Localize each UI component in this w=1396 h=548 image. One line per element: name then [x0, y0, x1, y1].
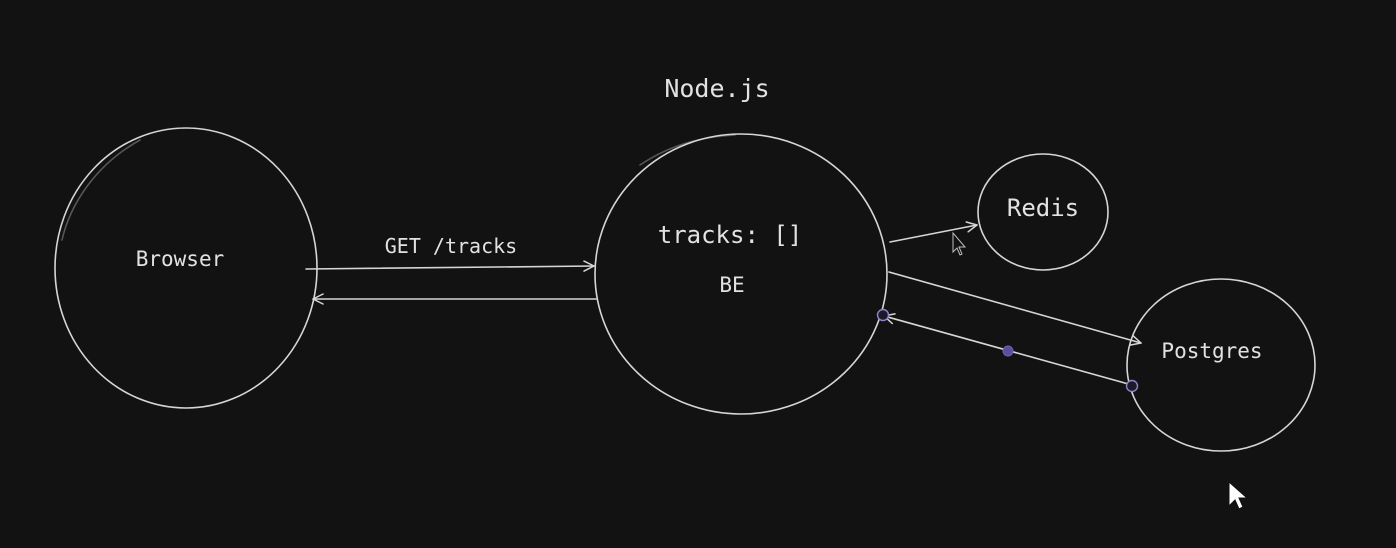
backend-circle: [594, 133, 888, 415]
backend-to-redis-arrow[interactable]: [889, 221, 978, 243]
postgres-label: Postgres: [1161, 339, 1262, 363]
backend-title: Node.js: [664, 74, 769, 103]
browser-circle: [54, 127, 318, 409]
browser-label: Browser: [136, 247, 225, 271]
browser-node[interactable]: Browser: [54, 127, 318, 409]
redis-node[interactable]: Redis: [977, 153, 1109, 271]
postgres-node[interactable]: Postgres: [1126, 278, 1316, 452]
redis-label: Redis: [1007, 194, 1079, 222]
request-edge-label: GET /tracks: [385, 234, 517, 258]
backend-role-label: BE: [719, 273, 744, 297]
arrow-start-handle[interactable]: [876, 308, 890, 322]
request-arrow: [305, 260, 595, 272]
mouse-pointer-icon: [1228, 480, 1249, 510]
redis-circle: [977, 153, 1109, 271]
arrow-midpoint-handle[interactable]: [1002, 345, 1014, 357]
request-edge[interactable]: GET /tracks: [305, 234, 595, 272]
backend-state-label: tracks: []: [658, 221, 803, 249]
browser-circle-sketch-stroke: [61, 139, 141, 241]
backend-to-postgres-arrow[interactable]: [888, 271, 1142, 346]
postgres-circle: [1126, 278, 1316, 452]
backend-circle-sketch-stroke: [639, 134, 736, 166]
arrow-end-handle[interactable]: [1125, 379, 1139, 393]
postgres-to-backend-edge[interactable]: [876, 308, 1139, 393]
backend-node[interactable]: tracks: [] BE: [594, 133, 888, 415]
mouse-pointer-icon: [952, 231, 967, 256]
